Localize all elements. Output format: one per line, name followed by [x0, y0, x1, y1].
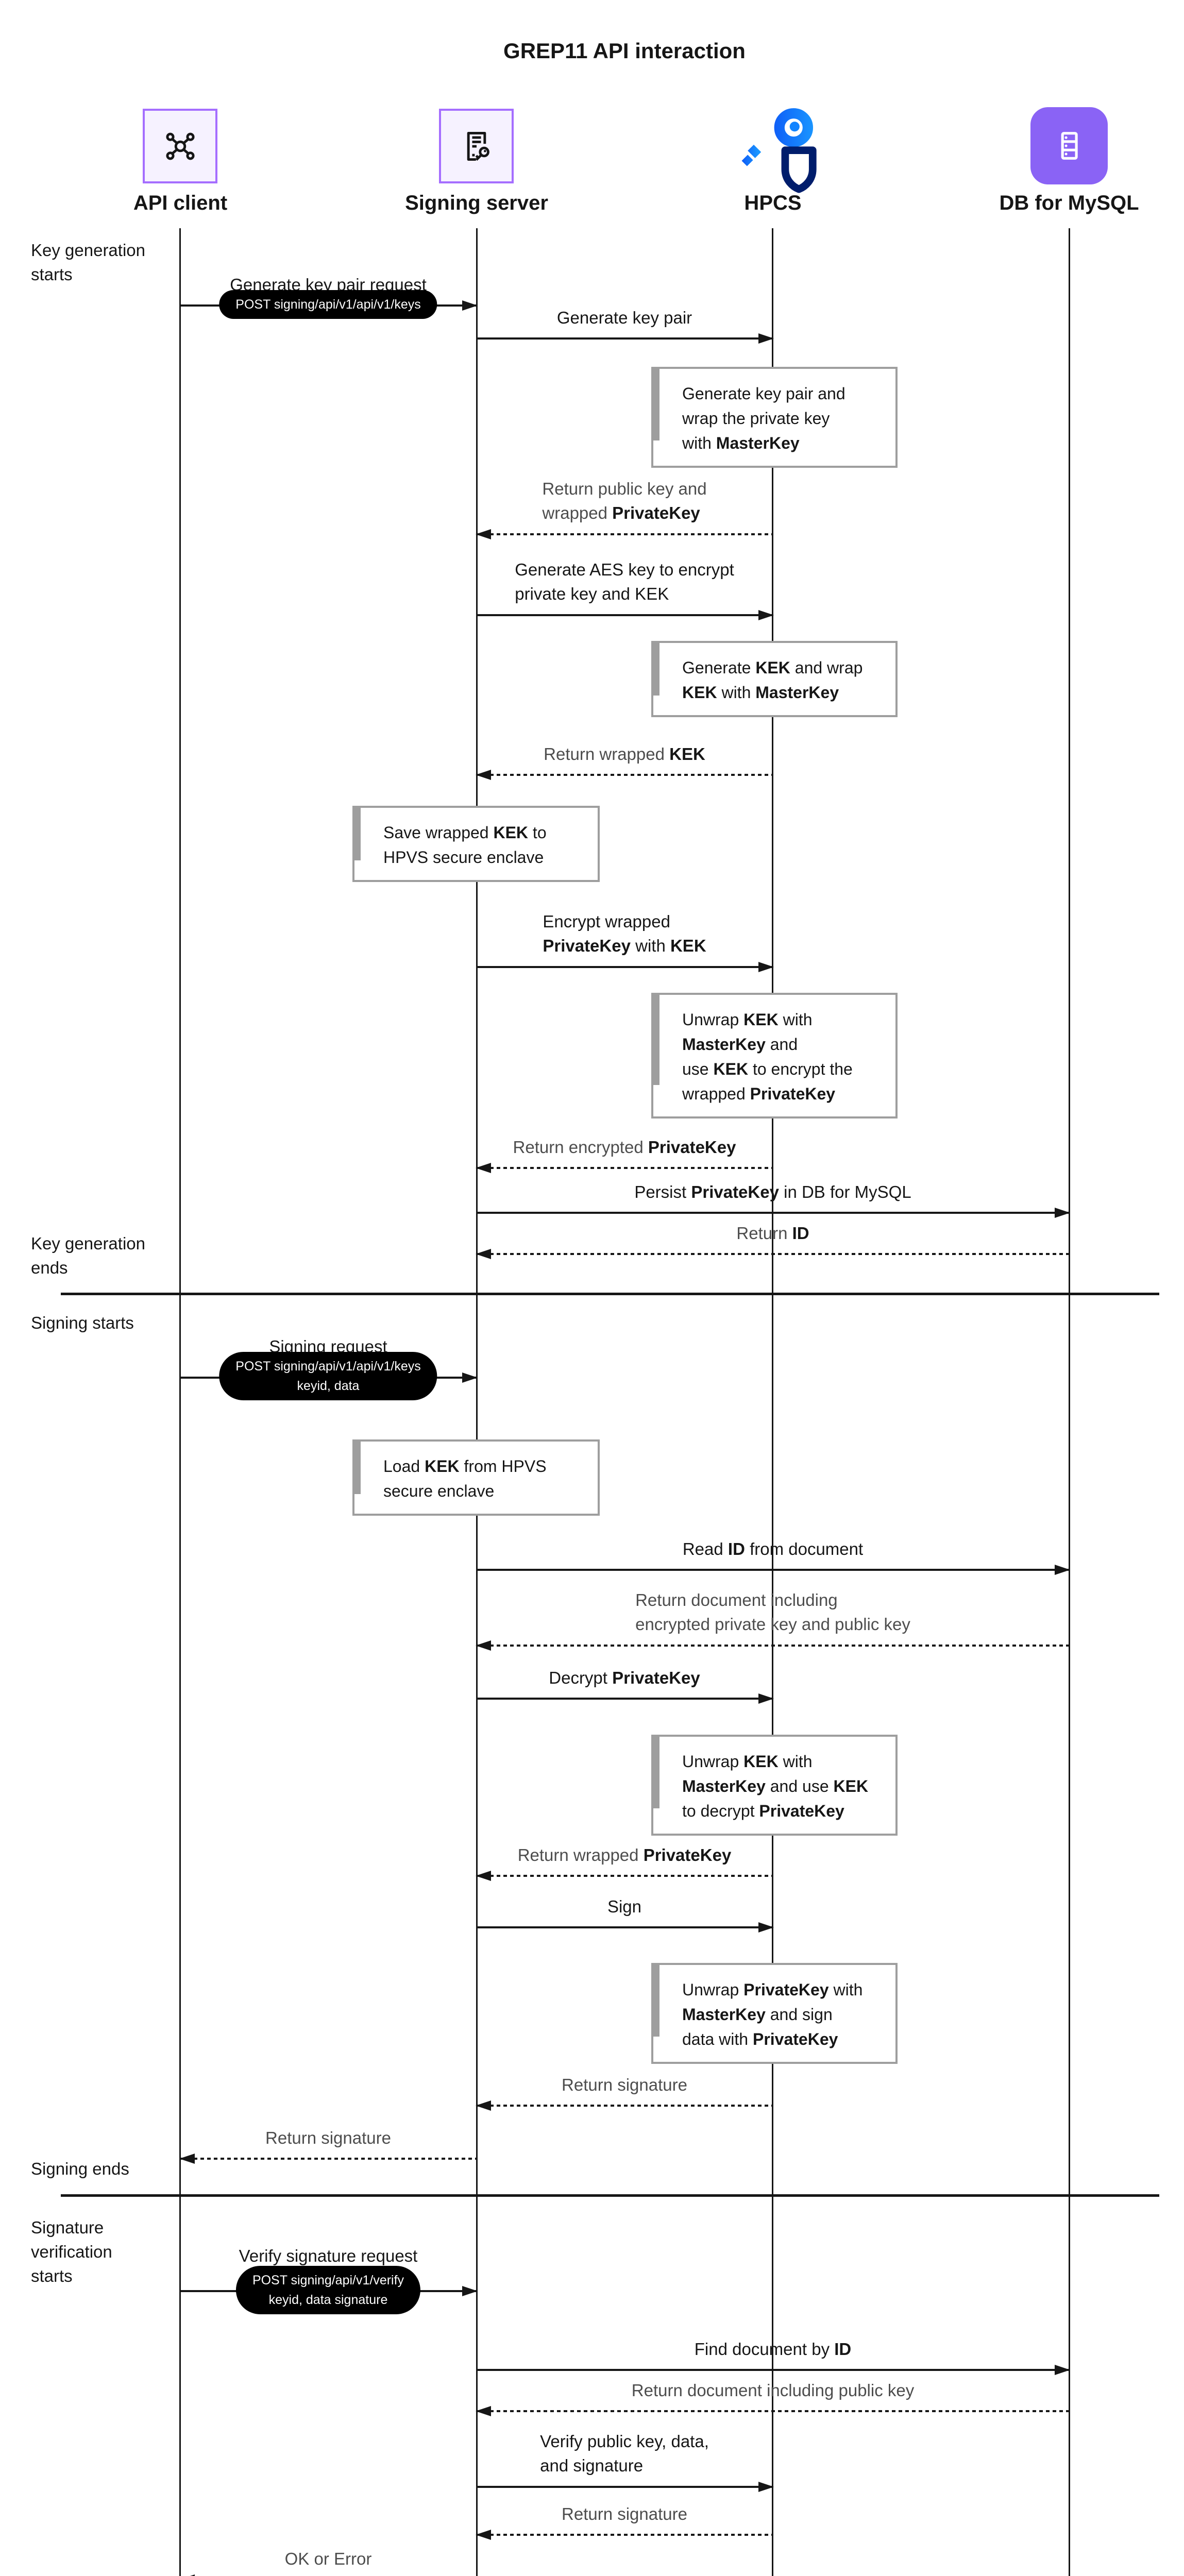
message-arrow: [477, 2365, 1070, 2375]
request-pill: POST signing/api/v1/api/v1/keys: [219, 290, 437, 319]
request-pill: POST signing/api/v1/api/v1/keys keyid, d…: [219, 1352, 437, 1400]
message-arrow: [477, 610, 774, 620]
lifeline-db-mysql: [1069, 228, 1070, 2576]
message-label: Find document by ID: [694, 2340, 852, 2359]
message-arrow: [477, 962, 774, 972]
message-label: Return signature: [562, 2504, 687, 2523]
section-divider: [61, 2194, 1159, 2197]
message-label: Return wrapped PrivateKey: [517, 1845, 732, 1865]
section-label-signing-ends: Signing ends: [31, 2159, 129, 2178]
participant-label-hpcs: HPCS: [744, 192, 802, 214]
lifeline-signing-server: [476, 228, 478, 2576]
pill-line: keyid, data: [297, 1379, 360, 1393]
document-key-icon: [467, 131, 489, 161]
lifeline-api-client: [179, 228, 181, 2576]
message-label: OK or Error: [284, 2549, 372, 2568]
message-label: Return encrypted PrivateKey: [513, 1138, 736, 1157]
message-arrow: [477, 1565, 1070, 1575]
participant-label-signing-server: Signing server: [405, 192, 548, 214]
return-arrow: [476, 1640, 1069, 1651]
participant-hpcs: [725, 101, 820, 196]
message-arrow: [477, 1922, 774, 1933]
pill-line: POST signing/api/v1/api/v1/keys: [235, 297, 421, 312]
message-arrow: [477, 333, 774, 344]
network-icon: [165, 132, 195, 160]
return-arrow: [476, 770, 773, 780]
message-arrow: [477, 1693, 774, 1704]
return-arrow: [476, 529, 773, 539]
participant-label-db-mysql: DB for MySQL: [999, 192, 1139, 214]
return-arrow: [476, 2100, 773, 2111]
message-label: Sign: [607, 1897, 642, 1916]
return-arrow: [476, 1163, 773, 1173]
message-arrow: [477, 1208, 1070, 1218]
participant-signing-server: [439, 109, 514, 183]
lifeline-hpcs: [772, 228, 773, 2576]
section-label-signing-starts: Signing starts: [31, 1313, 134, 1332]
message-label: Return document including public key: [631, 2381, 915, 2400]
participant-label-api-client: API client: [133, 192, 228, 214]
participant-db-mysql: [1030, 107, 1108, 184]
message-label: Verify signature request: [239, 2246, 418, 2265]
return-arrow: [476, 1871, 773, 1881]
return-arrow: [476, 2406, 1069, 2416]
message-label: Verify public key, data,and signature: [540, 2432, 709, 2475]
message-label: Generate key pair: [556, 308, 692, 327]
diagram-title: GREP11 API interaction: [503, 39, 746, 63]
message-label: Decrypt PrivateKey: [549, 1668, 700, 1687]
return-arrow: [476, 2530, 773, 2540]
message-label: Return wrapped KEK: [544, 744, 705, 764]
message-label: Return ID: [736, 1224, 809, 1243]
message-label: Read ID from document: [682, 1539, 864, 1558]
key-shield-icon: [741, 108, 817, 193]
message-label: Return signature: [265, 2128, 391, 2147]
pill-line: POST signing/api/v1/api/v1/keys: [235, 1359, 421, 1374]
return-arrow: [476, 1249, 1069, 1259]
pill-line: POST signing/api/v1/verify: [252, 2273, 404, 2287]
request-pill: POST signing/api/v1/verify keyid, data s…: [235, 2266, 421, 2314]
participant-api-client: [143, 109, 217, 183]
return-arrow: [179, 2154, 477, 2164]
message-label: Persist PrivateKey in DB for MySQL: [634, 1182, 911, 1201]
database-icon: [1061, 132, 1078, 160]
pill-line: keyid, data signature: [268, 2293, 388, 2307]
message-arrow: [477, 2482, 774, 2492]
message-label: Return signature: [562, 2075, 687, 2094]
section-divider: [61, 1293, 1159, 1295]
